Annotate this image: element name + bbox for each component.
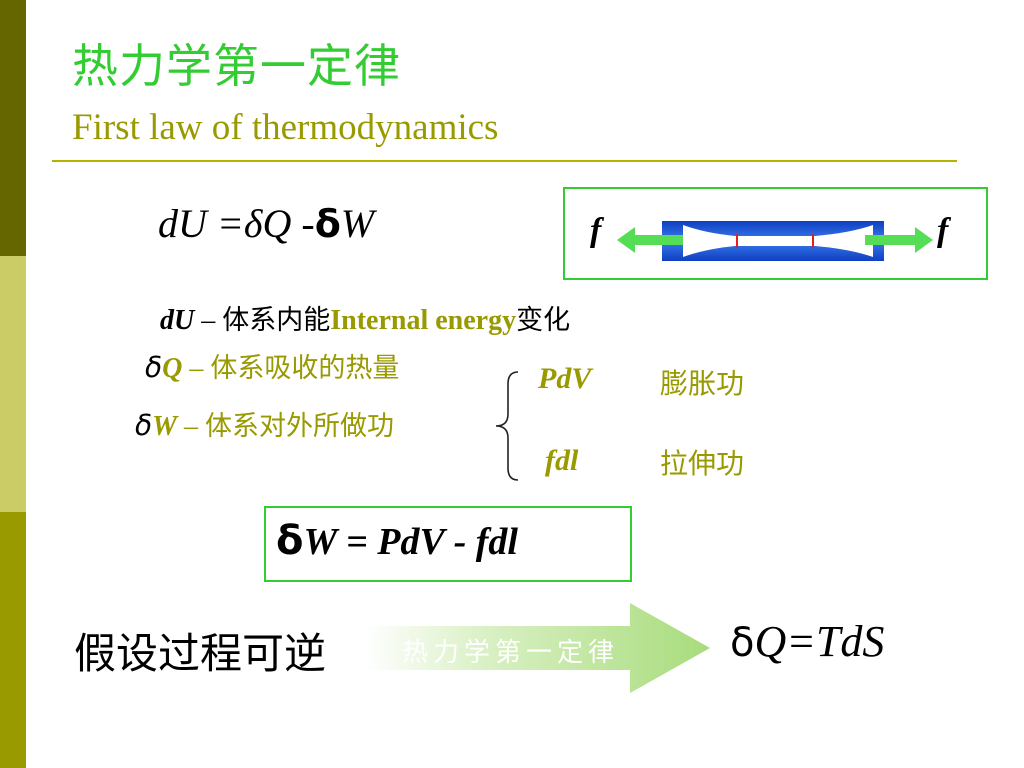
boxed-rest: W = PdV - fdl (303, 521, 518, 563)
boxed-equation: δW = PdV - fdl (276, 518, 518, 564)
definition-dq: δQ – 体系吸收的热量 (145, 346, 399, 385)
delta-symbol: δ (314, 202, 341, 246)
boxed-equation-frame (264, 506, 632, 582)
du-dash: – (194, 305, 223, 336)
main-equation-w: W (340, 201, 375, 246)
main-equation: dU =δQ -δW (158, 200, 374, 247)
result-equation: δQ=TdS (730, 616, 884, 667)
work-term-fdl-cn: 拉伸功 (660, 447, 745, 480)
du-cn: 体系内能 (222, 305, 331, 336)
dw-dash: – (177, 411, 206, 442)
force-label-left: f (590, 212, 602, 249)
title-divider (52, 160, 957, 162)
result-rest: Q=TdS (754, 617, 885, 666)
arrow-label: 热力学第一定律 (402, 638, 620, 668)
left-bar-middle (0, 256, 26, 512)
dw-cn: 体系对外所做功 (205, 411, 395, 442)
slide-title: 热力学第一定律 (72, 39, 401, 93)
boxed-delta: δ (276, 518, 304, 564)
work-term-pdv-cn: 膨胀功 (660, 367, 745, 400)
result-delta: δ (730, 620, 755, 666)
sample-neck (683, 225, 873, 257)
curly-brace (495, 371, 519, 481)
du-en: Internal energy (330, 305, 517, 336)
dw-delta: δ (135, 409, 153, 442)
transition-arrow (365, 603, 710, 693)
definition-du: dU – 体系内能Internal energy变化 (160, 298, 570, 337)
du-symbol: dU (160, 305, 195, 336)
dw-symbol: W (152, 411, 178, 442)
force-label-right: f (937, 212, 949, 249)
tensile-sample-figure (617, 221, 933, 261)
work-term-pdv: PdV (538, 362, 592, 395)
dq-dash: – (182, 353, 211, 384)
definition-dw: δW – 体系对外所做功 (135, 404, 394, 443)
right-force-arrow (865, 227, 933, 253)
left-force-arrow (617, 227, 683, 253)
dq-delta: δ (145, 351, 163, 384)
left-bar-top (0, 0, 26, 256)
dq-cn: 体系吸收的热量 (210, 353, 400, 384)
dq-symbol: Q (162, 353, 183, 384)
du-cn2: 变化 (516, 305, 571, 336)
assumption-text: 假设过程可逆 (74, 629, 327, 678)
left-bar-bottom (0, 512, 26, 768)
slide-subtitle: First law of thermodynamics (72, 107, 499, 148)
work-term-fdl: fdl (545, 444, 579, 477)
main-equation-lhs: dU =δQ - (158, 201, 315, 246)
